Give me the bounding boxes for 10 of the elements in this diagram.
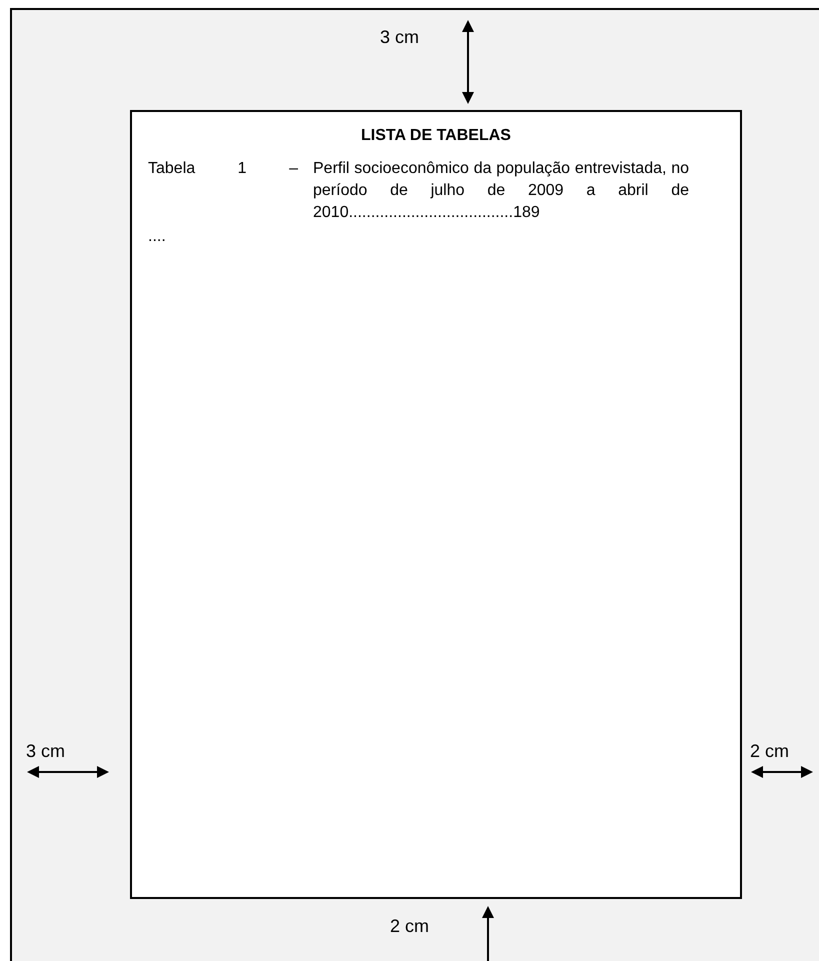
dimension-label: 3 cm — [26, 740, 66, 762]
ellipsis-text: .... — [148, 227, 166, 247]
table-number: Tabela 1 – — [148, 159, 298, 179]
dimension-label: 3 cm — [380, 26, 420, 48]
dimension-label: 2 cm — [750, 740, 790, 762]
table-entry: Perfil socioeconômico da população entrevistada, no período de julho de 2009 a abril de 2010.....................................189 — [313, 159, 689, 223]
list-heading: LISTA DE TABELAS — [360, 126, 512, 146]
page-outline — [10, 8, 819, 961]
dimension-label: 2 cm — [390, 915, 430, 937]
page-content-box — [130, 110, 742, 899]
